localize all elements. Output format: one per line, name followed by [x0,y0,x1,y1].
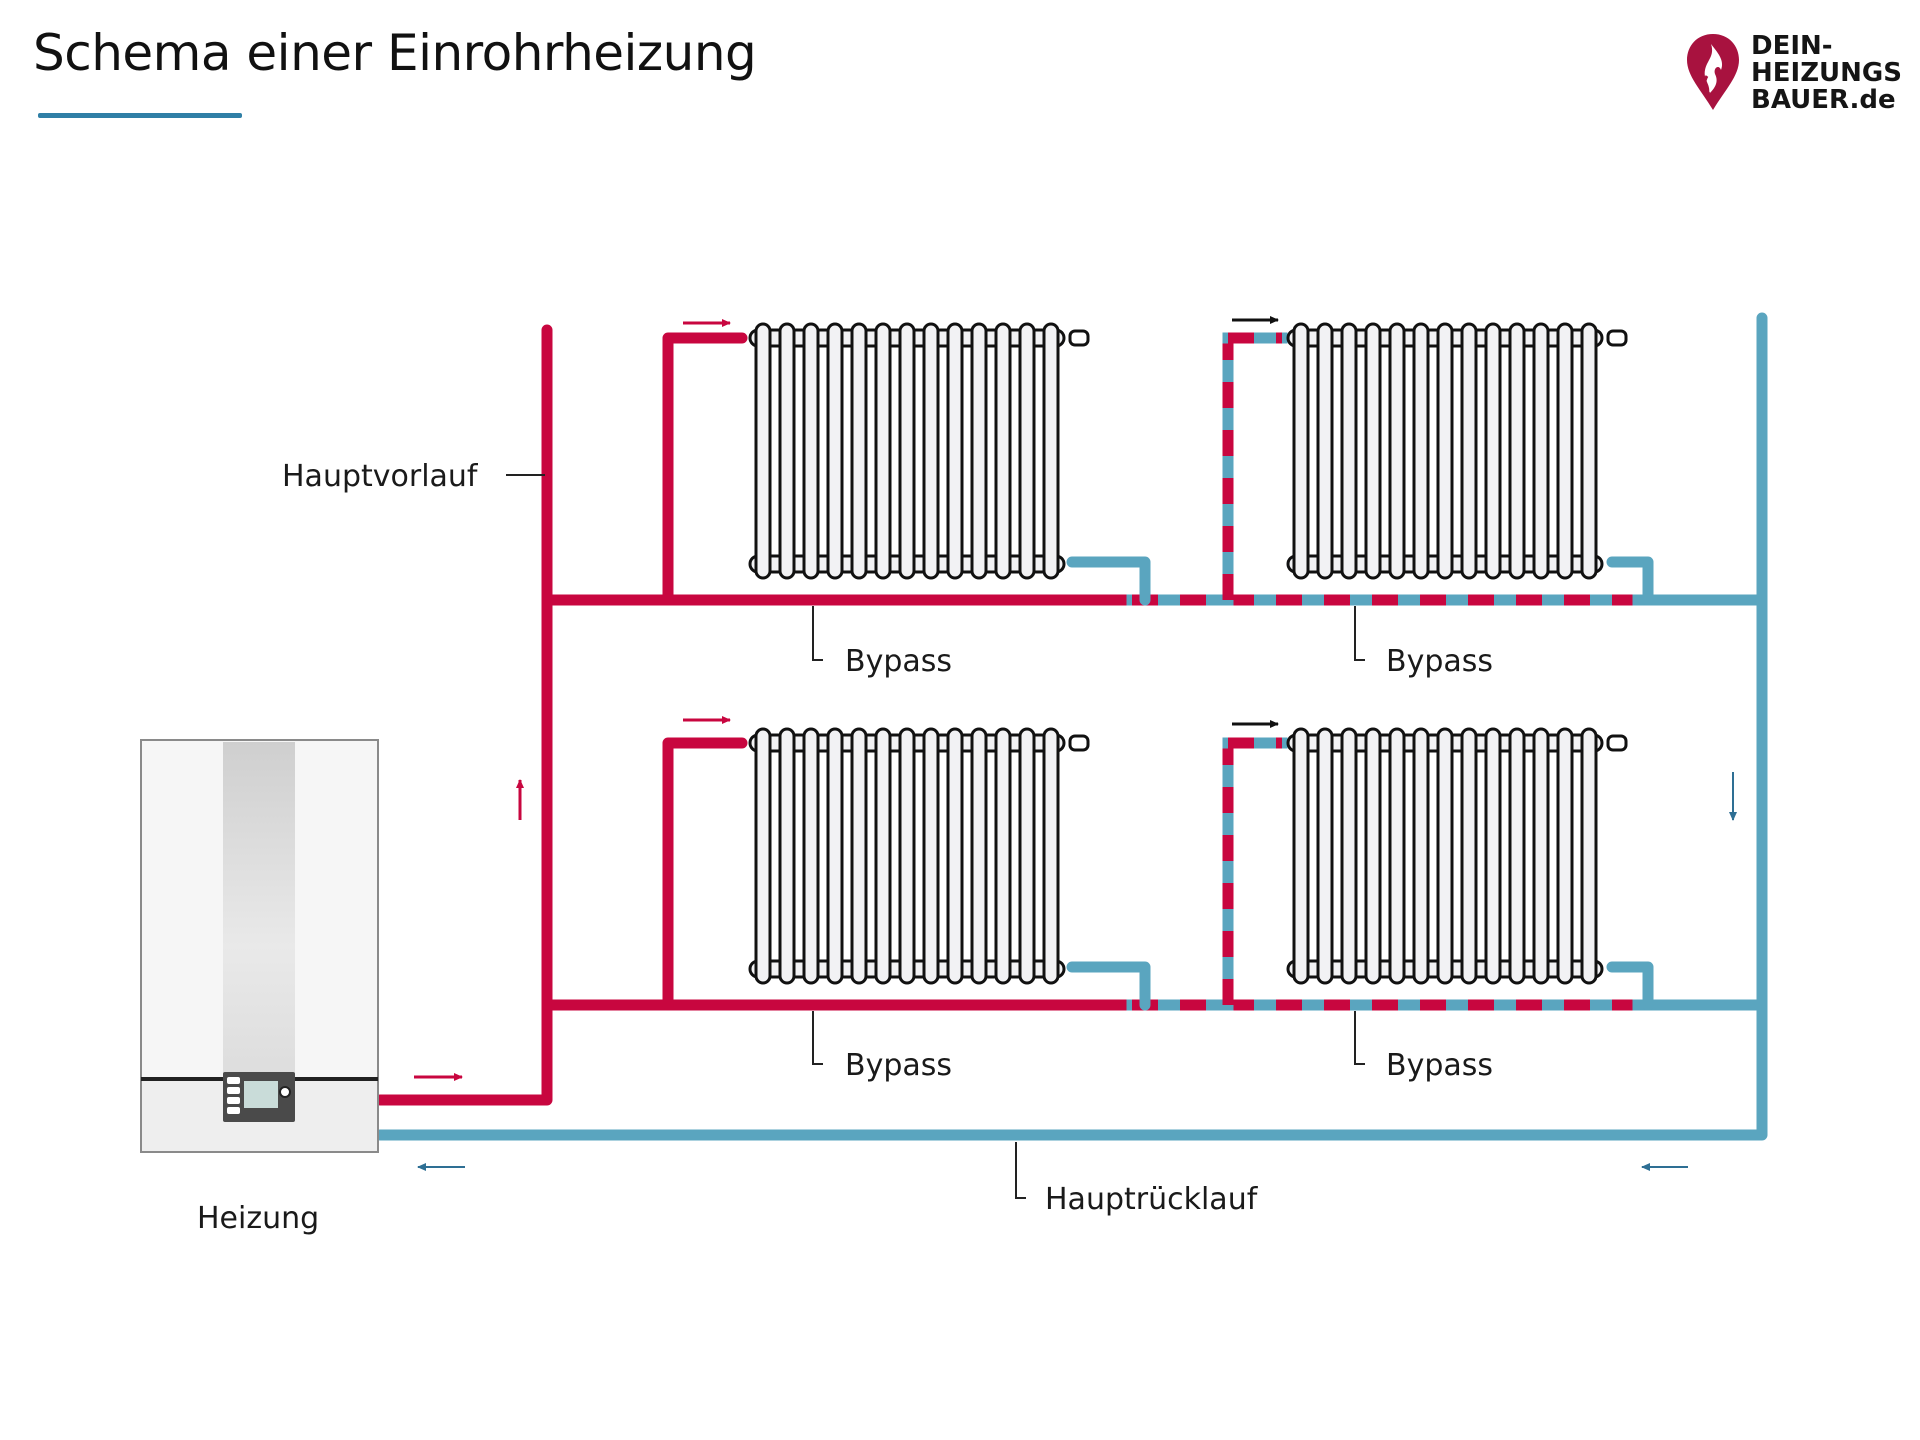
boiler-button [227,1097,240,1104]
leader-line [812,1011,823,1065]
radiator-valve [1068,329,1090,347]
leader-line [812,606,823,661]
radiator-section [1412,727,1430,985]
radiator-section [1508,727,1526,985]
radiator-section [1364,322,1382,580]
radiator-section [1556,322,1574,580]
logo-text: DEIN- HEIZUNGS BAUER.de [1751,30,1902,115]
radiator-section [1484,727,1502,985]
brand-logo: DEIN- HEIZUNGS BAUER.de [1685,30,1902,116]
bypass-label: Bypass [845,1048,952,1083]
radiator-section [1316,322,1334,580]
leader-line [1354,1011,1365,1065]
boiler-knob [279,1086,291,1098]
radiator-section [1532,727,1550,985]
main-supply-pipe [374,324,553,1106]
radiator-return-pipe [1606,961,1654,1011]
radiator-section [898,322,916,580]
radiator-section [1018,322,1036,580]
bypass-label: Bypass [845,644,952,679]
radiator-section [1436,727,1454,985]
radiator-section [970,727,988,985]
radiator-lower-left [748,727,1090,985]
radiator-section [1340,322,1358,580]
flame-pin-icon [1687,34,1739,110]
radiator-section [946,727,964,985]
radiator-section [1580,322,1598,580]
radiator-section [826,322,844,580]
radiator-section [922,727,940,985]
boiler [140,739,379,1153]
radiator-section [874,727,892,985]
logo-line-3: BAUER.de [1751,84,1896,115]
radiator-return-pipe [1606,556,1654,606]
radiator-group [748,322,1628,985]
radiator-section [1042,727,1060,985]
radiator-section [802,322,820,580]
radiator-section [1436,322,1454,580]
radiator-section [1388,727,1406,985]
radiator-supply-pipe [662,737,748,1011]
main-supply-label: Hauptvorlauf [282,459,479,494]
bypass-label: Bypass [1386,644,1493,679]
radiator-section [1580,727,1598,985]
radiator-section [1508,322,1526,580]
radiator-upper-left [748,322,1090,580]
boiler-button [227,1077,240,1084]
radiator-section [874,322,892,580]
boiler-label: Heizung [197,1201,319,1236]
logo-line-2: HEIZUNGS [1751,57,1902,88]
radiator-section [1460,322,1478,580]
boiler-button [227,1107,240,1114]
radiator-section [1556,727,1574,985]
radiator-section [1412,322,1430,580]
radiator-section [802,727,820,985]
radiator-section [1388,322,1406,580]
boiler-button [227,1087,240,1094]
title-underline [38,113,242,118]
radiator-section [754,727,772,985]
main-return-label: Hauptrücklauf [1045,1182,1259,1217]
main-return-pipe [374,312,1768,1141]
radiator-section [850,727,868,985]
radiator-section [1532,322,1550,580]
leader-lines [506,474,1365,1199]
boiler-display [244,1081,278,1108]
radiator-section [922,322,940,580]
radiator-supply-pipe [662,332,748,606]
radiator-section [1018,727,1036,985]
page-title: Schema einer Einrohrheizung [33,24,757,82]
radiator-section [778,727,796,985]
radiator-section [1316,727,1334,985]
radiator-valve [1606,734,1628,752]
radiator-valve [1606,329,1628,347]
radiator-valve [1068,734,1090,752]
radiator-section [1042,322,1060,580]
logo-line-1: DEIN- [1751,30,1833,61]
radiator-section [1484,322,1502,580]
radiator-section [1292,727,1310,985]
radiator-section [898,727,916,985]
bypass-label: Bypass [1386,1048,1493,1083]
radiator-section [1340,727,1358,985]
radiator-section [778,322,796,580]
radiator-section [754,322,772,580]
radiator-lower-right [1286,727,1628,985]
radiator-return-pipe [1066,556,1151,606]
flow-arrows [414,316,1737,1171]
radiator-section [826,727,844,985]
radiator-section [994,322,1012,580]
radiator-return-pipe [1066,961,1151,1011]
radiator-section [994,727,1012,985]
leader-line [1354,606,1365,661]
radiator-upper-right [1286,322,1628,580]
radiator-section [1364,727,1382,985]
radiator-section [970,322,988,580]
pipe-network [374,312,1768,1141]
radiator-section [946,322,964,580]
leader-line [1015,1142,1026,1199]
radiator-section [850,322,868,580]
radiator-section [1292,322,1310,580]
radiator-section [1460,727,1478,985]
